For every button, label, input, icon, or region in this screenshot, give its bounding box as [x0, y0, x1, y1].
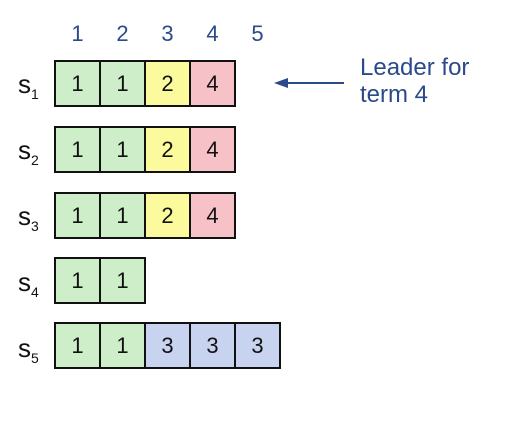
leader-arrow-icon: [274, 78, 344, 88]
log-entry-term-2: 2: [144, 192, 191, 239]
column-index-5: 5: [251, 21, 264, 46]
server-name: s: [18, 201, 31, 231]
log-entry-term-1: 1: [54, 126, 101, 173]
log-entry-term-1: 1: [99, 126, 146, 173]
server-subscript: 2: [31, 152, 39, 168]
log-entry-term-4: 4: [189, 192, 236, 239]
log-entry-term-1: 1: [99, 60, 146, 107]
log-entry-term-1: 1: [54, 257, 101, 304]
server-subscript: 5: [31, 350, 39, 366]
column-index-4: 4: [206, 21, 219, 46]
log-entry-term-3: 3: [234, 322, 281, 369]
server-name: s: [18, 69, 31, 99]
log-row-s3: 1 1 2 4: [54, 192, 236, 239]
log-entry-term-3: 3: [189, 322, 236, 369]
log-entry-term-1: 1: [54, 60, 101, 107]
log-row-s1: 1 1 2 4: [54, 60, 236, 107]
log-entry-term-3: 3: [144, 322, 191, 369]
server-name: s: [18, 333, 31, 363]
server-subscript: 3: [31, 218, 39, 234]
server-label-s3: s3: [18, 201, 39, 241]
log-entry-term-1: 1: [54, 322, 101, 369]
log-entry-term-4: 4: [189, 126, 236, 173]
log-entry-term-1: 1: [99, 322, 146, 369]
log-entry-term-4: 4: [189, 60, 236, 107]
server-label-s2: s2: [18, 135, 39, 175]
server-label-s4: s4: [18, 267, 39, 307]
server-subscript: 1: [31, 86, 39, 102]
server-name: s: [18, 267, 31, 297]
leader-annotation-line-1: Leader for: [360, 54, 470, 81]
server-label-s5: s5: [18, 333, 39, 373]
column-index-2: 2: [116, 21, 129, 46]
column-index-3: 3: [161, 21, 174, 46]
server-label-s1: s1: [18, 69, 39, 109]
log-entry-term-2: 2: [144, 126, 191, 173]
leader-annotation-line-2: term 4: [360, 81, 429, 108]
server-subscript: 4: [31, 284, 39, 300]
log-entry-term-1: 1: [99, 192, 146, 239]
log-entry-term-2: 2: [144, 60, 191, 107]
column-index-1: 1: [71, 21, 84, 46]
log-row-s2: 1 1 2 4: [54, 126, 236, 173]
log-row-s5: 1 1 3 3 3: [54, 322, 281, 369]
log-entry-term-1: 1: [54, 192, 101, 239]
log-row-s4: 1 1: [54, 257, 146, 304]
leader-annotation: Leader for term 4: [360, 54, 469, 108]
server-name: s: [18, 135, 31, 165]
log-entry-term-1: 1: [99, 257, 146, 304]
